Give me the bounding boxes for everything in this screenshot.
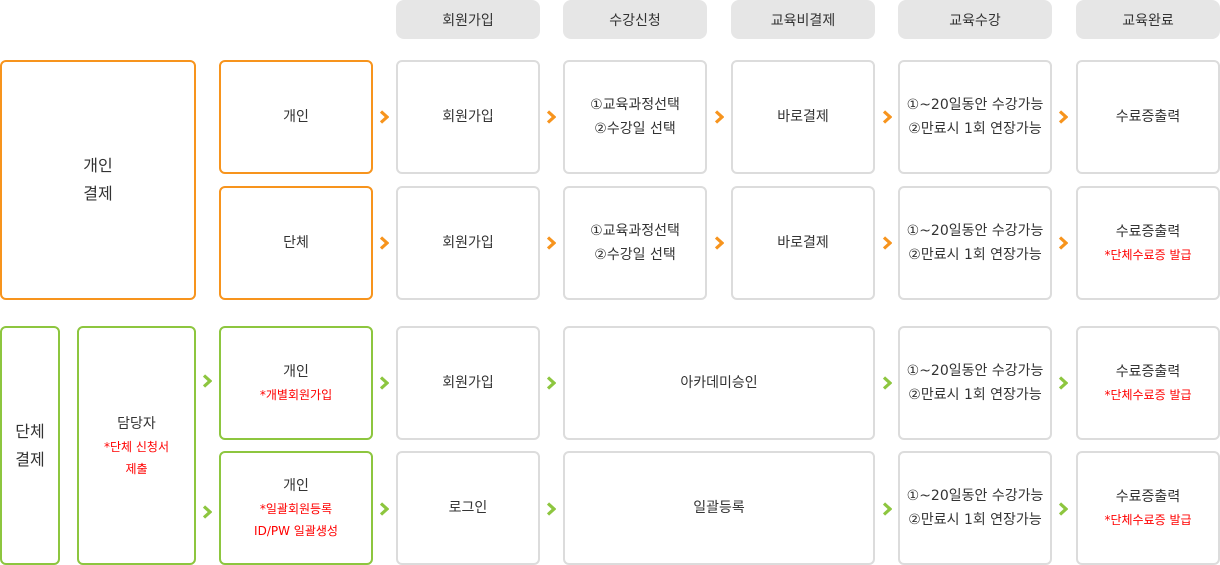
step-study: ①~20일동안 수강가능 ②만료시 1회 연장가능 [898, 326, 1052, 440]
label: ①~20일동안 수강가능 [906, 97, 1044, 113]
label: 결제 [83, 184, 113, 203]
step-payment: 바로결제 [731, 60, 875, 174]
label: 수료증출력 [1115, 489, 1181, 505]
label: 단체 [283, 235, 309, 251]
label: ①~20일동안 수강가능 [906, 488, 1044, 504]
group-type-individual-signup: 개인 *개별회원가입 [219, 326, 373, 440]
label: ②수강일 선택 [594, 247, 676, 263]
step-academy-approval: 아카데미승인 [563, 326, 875, 440]
note: ID/PW 일괄생성 [254, 524, 338, 538]
chevron-right-icon [379, 236, 389, 250]
label: 바로결제 [777, 235, 829, 251]
label: 바로결제 [777, 109, 829, 125]
note: *개별회원가입 [259, 388, 333, 402]
chevron-right-icon [546, 376, 556, 390]
step-enroll: ①교육과정선택 ②수강일 선택 [563, 186, 707, 300]
individual-payment-box: 개인 결제 [0, 60, 196, 300]
chevron-right-icon [882, 236, 892, 250]
label: 회원가입 [442, 375, 494, 391]
note: *단체수료증 발급 [1104, 248, 1192, 262]
label: 결제 [15, 449, 45, 469]
label: 개인 [283, 109, 309, 125]
label: 개인 [283, 478, 309, 494]
chevron-right-icon [1058, 502, 1068, 516]
chevron-right-icon [1058, 236, 1068, 250]
chevron-right-icon [882, 376, 892, 390]
note: *단체수료증 발급 [1104, 388, 1192, 402]
chevron-right-icon [1058, 376, 1068, 390]
step-signup: 회원가입 [396, 60, 540, 174]
header-payment: 교육비결제 [731, 0, 875, 39]
chevron-right-icon [1058, 110, 1068, 124]
chevron-right-icon [379, 376, 389, 390]
label: ①교육과정선택 [590, 223, 680, 239]
label: 단체 [15, 421, 45, 441]
label: 수료증출력 [1115, 224, 1181, 240]
label: 담당자 [117, 415, 156, 432]
step-complete: 수료증출력 *단체수료증 발급 [1076, 451, 1220, 565]
step-complete: 수료증출력 [1076, 60, 1220, 174]
chevron-right-icon [379, 502, 389, 516]
label: ①교육과정선택 [590, 97, 680, 113]
chevron-right-icon [202, 505, 212, 519]
individual-type-personal: 개인 [219, 60, 373, 174]
note: *단체 신청서 [103, 439, 169, 454]
label: ②만료시 1회 연장가능 [908, 121, 1042, 137]
step-study: ①~20일동안 수강가능 ②만료시 1회 연장가능 [898, 60, 1052, 174]
manager-box: 담당자 *단체 신청서 제출 [77, 326, 196, 565]
header-complete: 교육완료 [1076, 0, 1220, 39]
chevron-right-icon [714, 236, 724, 250]
label: 아카데미승인 [680, 375, 758, 391]
label: ②수강일 선택 [594, 121, 676, 137]
label: 회원가입 [442, 109, 494, 125]
group-type-bulk-register: 개인 *일괄회원등록 ID/PW 일괄생성 [219, 451, 373, 565]
note: *일괄회원등록 [259, 502, 333, 516]
note: 제출 [125, 461, 148, 476]
step-enroll: ①교육과정선택 ②수강일 선택 [563, 60, 707, 174]
chevron-right-icon [379, 110, 389, 124]
individual-type-group: 단체 [219, 186, 373, 300]
step-signup: 회원가입 [396, 326, 540, 440]
label: 일괄등록 [693, 500, 745, 516]
chevron-right-icon [714, 110, 724, 124]
label: ②만료시 1회 연장가능 [908, 512, 1042, 528]
step-signup: 회원가입 [396, 186, 540, 300]
header-study: 교육수강 [898, 0, 1052, 39]
chevron-right-icon [546, 236, 556, 250]
chevron-right-icon [882, 110, 892, 124]
chevron-right-icon [882, 502, 892, 516]
step-complete: 수료증출력 *단체수료증 발급 [1076, 326, 1220, 440]
label: 회원가입 [442, 235, 494, 251]
label: ②만료시 1회 연장가능 [908, 247, 1042, 263]
step-complete: 수료증출력 *단체수료증 발급 [1076, 186, 1220, 300]
chevron-right-icon [202, 374, 212, 388]
label: 개인 [283, 364, 309, 380]
step-study: ①~20일동안 수강가능 ②만료시 1회 연장가능 [898, 451, 1052, 565]
step-study: ①~20일동안 수강가능 ②만료시 1회 연장가능 [898, 186, 1052, 300]
chevron-right-icon [546, 502, 556, 516]
step-login: 로그인 [396, 451, 540, 565]
label: ②만료시 1회 연장가능 [908, 387, 1042, 403]
label: 수료증출력 [1115, 364, 1181, 380]
label: ①~20일동안 수강가능 [906, 363, 1044, 379]
chevron-right-icon [546, 110, 556, 124]
label: ①~20일동안 수강가능 [906, 223, 1044, 239]
header-enroll: 수강신청 [563, 0, 707, 39]
label: 개인 [83, 156, 113, 175]
group-payment-box: 단체 결제 [0, 326, 60, 565]
label: 수료증출력 [1115, 109, 1181, 125]
step-bulk-register: 일괄등록 [563, 451, 875, 565]
note: *단체수료증 발급 [1104, 513, 1192, 527]
header-signup: 회원가입 [396, 0, 540, 39]
label: 로그인 [448, 500, 488, 516]
step-payment: 바로결제 [731, 186, 875, 300]
